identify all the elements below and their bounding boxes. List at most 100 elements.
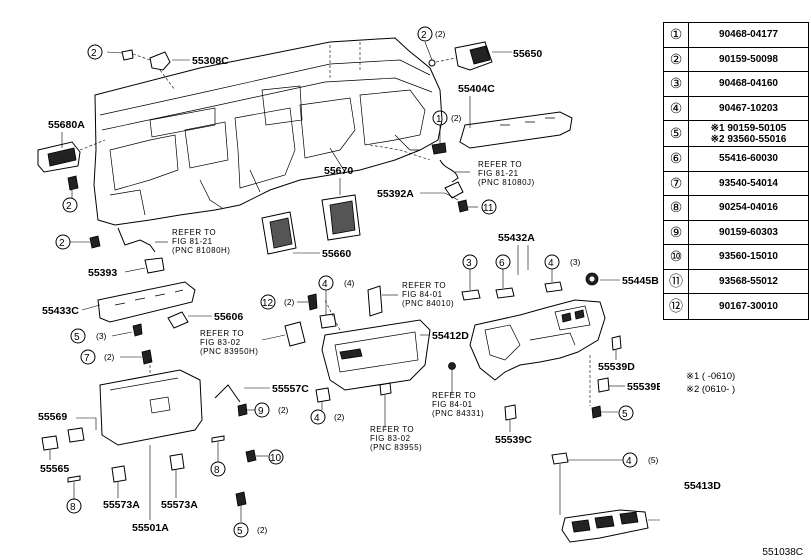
callout-5-left: 5 [70, 328, 86, 344]
count-2-top: (2) [435, 29, 446, 39]
leader-55392A [420, 192, 459, 201]
legend-part-number: 55416-60030 [719, 153, 778, 165]
svg-text:FIG 81-21: FIG 81-21 [478, 169, 519, 178]
legend-part-number: 90159-60303 [719, 226, 778, 238]
legend-part-number: 90468-04177 [719, 29, 778, 41]
svg-text:(PNC 81080H): (PNC 81080H) [172, 246, 230, 255]
svg-text:(PNC 84010): (PNC 84010) [402, 299, 454, 308]
svg-text:9: 9 [258, 406, 264, 417]
count-4-upper: (4) [344, 278, 355, 288]
svg-text:11: 11 [483, 203, 494, 214]
svg-text:(PNC 83950H): (PNC 83950H) [200, 347, 258, 356]
screw-11-drawing [457, 199, 469, 213]
label-55539E: 55539E [627, 381, 660, 393]
svg-text:7: 7 [84, 353, 90, 364]
screw-1-drawing [431, 142, 447, 155]
55670-vent-drawing [321, 194, 361, 241]
svg-text:2: 2 [421, 30, 427, 41]
label-55569: 55569 [38, 411, 67, 423]
screw-2-lower-drawing [89, 235, 101, 249]
bumper-8-right-drawing [211, 435, 225, 443]
svg-text:(PNC 83955): (PNC 83955) [370, 443, 422, 452]
svg-text:5: 5 [237, 526, 243, 537]
legend-symbol: ⑤ [664, 121, 689, 146]
legend-part-number: 93540-54014 [719, 177, 778, 189]
count-4-right: (3) [570, 257, 581, 267]
label-55404C: 55404C [458, 83, 495, 95]
ref-block-84331: REFER TO FIG 84-01 (PNC 84331) [432, 391, 484, 418]
clip-4-right-drawing [544, 281, 563, 293]
legend-part-numbers: ※1 90159-50105※2 93560-55016 [689, 121, 808, 146]
screw-10-drawing [245, 449, 257, 463]
bumper-8-left-drawing [67, 475, 81, 483]
svg-text:REFER TO: REFER TO [172, 228, 216, 237]
label-55413D: 55413D [684, 480, 721, 492]
callout-9: 9 [254, 402, 270, 418]
svg-text:REFER TO: REFER TO [370, 425, 414, 434]
svg-text:REFER TO: REFER TO [432, 391, 476, 400]
leader-55433C [81, 304, 101, 311]
55412D-housing-drawing [321, 299, 431, 391]
screw-5-right-drawing [591, 405, 602, 419]
svg-text:5: 5 [74, 332, 80, 343]
legend-part-numbers: 55416-60030 [689, 147, 808, 171]
svg-text:(PNC 84331): (PNC 84331) [432, 409, 484, 418]
harness-81080H-drawing [117, 227, 156, 253]
svg-text:2: 2 [66, 201, 72, 212]
leader-55432A [517, 245, 529, 275]
callout-2-left: 2 [62, 197, 78, 213]
55501A-door-drawing [99, 360, 203, 446]
count-5-left: (3) [96, 331, 107, 341]
legend-symbol: ⑥ [664, 147, 689, 171]
55404C-trim-drawing [459, 111, 573, 149]
callout-5-right: 5 [618, 405, 634, 421]
label-55660: 55660 [322, 248, 351, 260]
svg-text:4: 4 [626, 456, 632, 467]
legend-part-number: 90167-30010 [719, 300, 778, 312]
legend-part-numbers: 93560-15010 [689, 245, 808, 269]
55413D-panel-drawing [561, 509, 649, 543]
legend-symbol: ⑧ [664, 196, 689, 220]
label-55573A-left: 55573A [103, 499, 140, 511]
55539E-cover-drawing [597, 377, 610, 393]
label-55433C: 55433C [42, 305, 79, 317]
callout-3: 3 [462, 254, 478, 270]
count-7: (2) [104, 352, 115, 362]
svg-text:REFER TO: REFER TO [402, 281, 446, 290]
callout-12: 12 [260, 294, 276, 310]
legend-part-numbers: 90468-04177 [689, 23, 808, 47]
callout-4-lower: 4 [310, 409, 326, 425]
callout-1: 1 [432, 110, 448, 126]
legend-part-number: 93568-55012 [719, 275, 778, 287]
callout-5-bottom: 5 [233, 522, 249, 538]
callout-2-top: 2 [417, 26, 433, 42]
legend-part-number: 90467-10203 [719, 102, 778, 114]
callout-4-right: 4 [544, 254, 560, 270]
55393-bracket-drawing [144, 257, 165, 274]
legend-part-numbers: 90159-60303 [689, 221, 808, 245]
screw-9-drawing [237, 403, 248, 417]
svg-text:2: 2 [59, 238, 65, 249]
legend-part-numbers: 90167-30010 [689, 294, 808, 319]
clip-7-drawing [141, 349, 153, 365]
label-55650: 55650 [513, 48, 542, 60]
ref-block-84010: REFER TO FIG 84-01 (PNC 84010) [402, 281, 454, 308]
84331-lamp-drawing [448, 362, 456, 370]
leader-55569 [76, 417, 97, 430]
clip-3-drawing [461, 289, 481, 301]
legend-row: ⑤※1 90159-50105※2 93560-55016 [664, 121, 808, 147]
label-55539D: 55539D [598, 361, 635, 373]
count-1: (2) [451, 113, 462, 123]
label-55670: 55670 [324, 165, 353, 177]
svg-text:3: 3 [466, 258, 472, 269]
55433C-panel-drawing [97, 281, 196, 323]
svg-text:FIG 84-01: FIG 84-01 [432, 400, 473, 409]
label-55680A: 55680A [48, 119, 85, 131]
svg-text:4: 4 [314, 413, 320, 424]
